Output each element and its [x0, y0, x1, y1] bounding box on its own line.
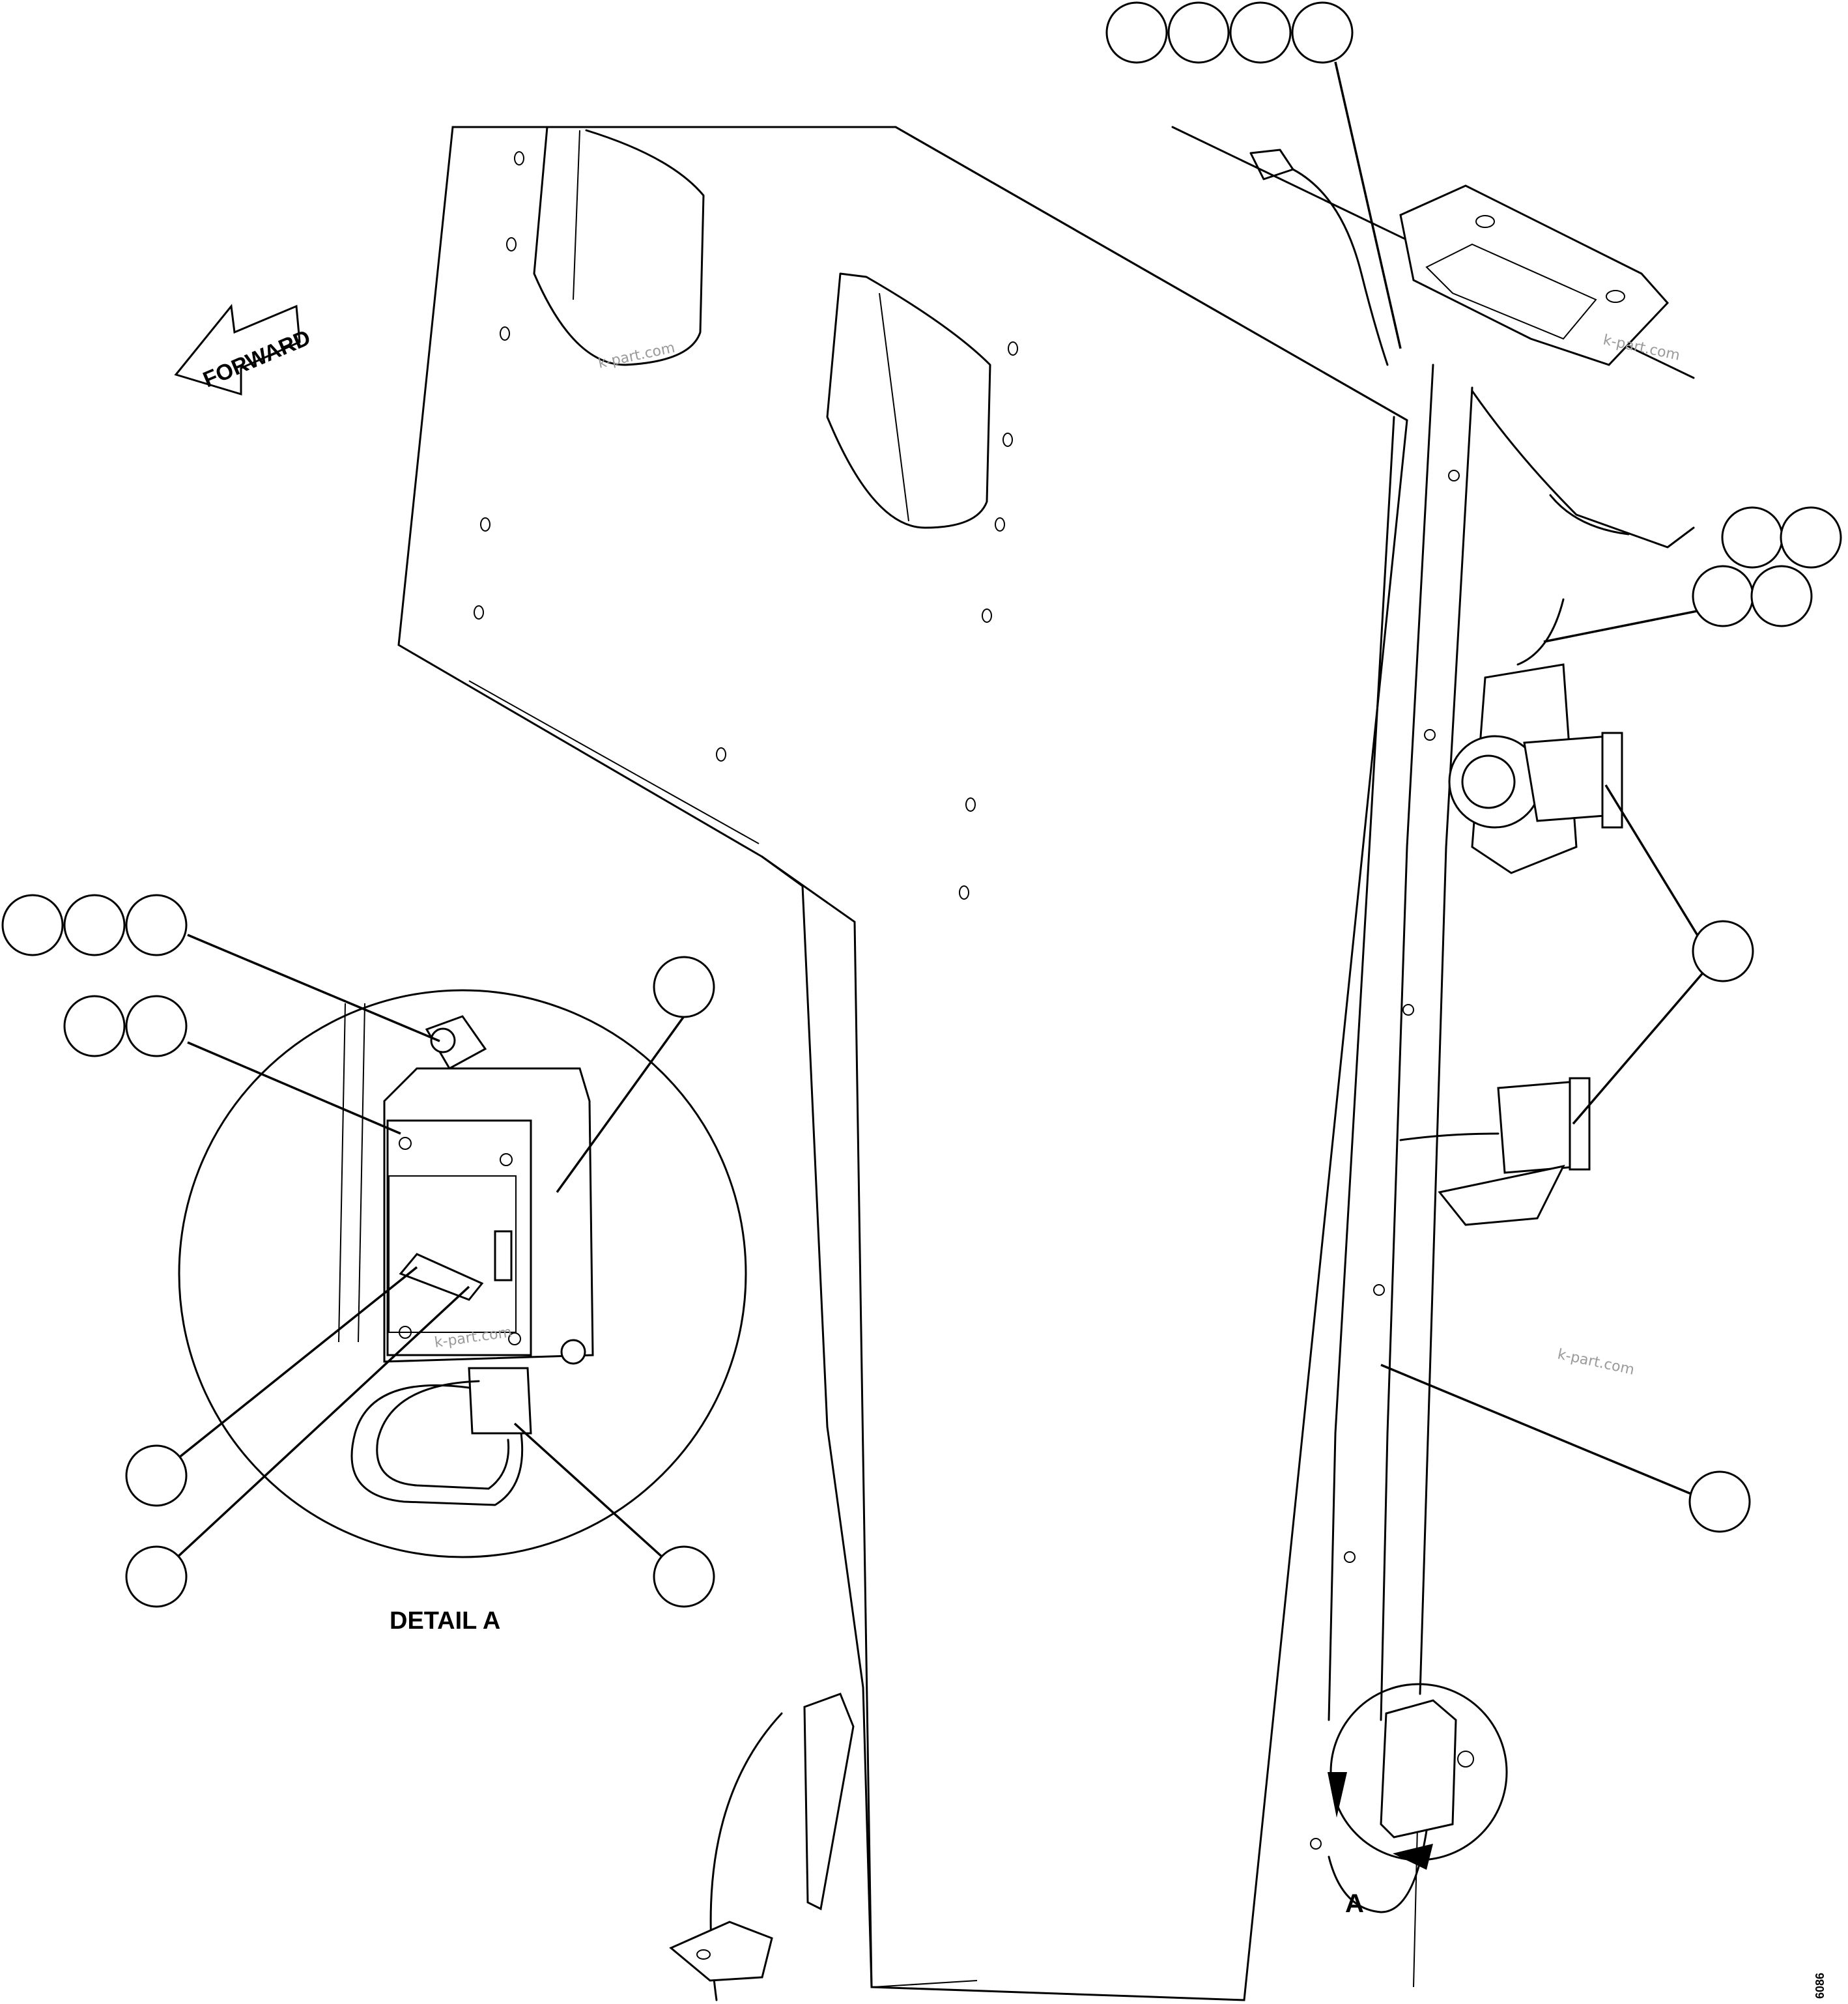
- callout-balloon: [125, 1444, 188, 1507]
- callout-balloon: [1229, 1, 1292, 64]
- callout-balloon: [125, 894, 188, 956]
- lower-lamp-assembly: [1399, 1077, 1591, 1226]
- callout-balloon: [653, 1545, 715, 1608]
- bottom-bracket: [669, 1693, 855, 2001]
- callout-balloon: [63, 995, 126, 1057]
- mounting-holes: [474, 151, 1018, 900]
- leader-lines: [155, 61, 1724, 1578]
- panel-cutouts: [533, 126, 991, 529]
- forward-direction-arrow: FORWARD: [174, 304, 314, 396]
- harness-clips: [1310, 470, 1460, 1850]
- watermark-text: k-part.com: [1556, 1346, 1636, 1378]
- top-bracket: [1249, 149, 1695, 549]
- detail-label: DETAIL A: [390, 1607, 500, 1635]
- callout-balloon: [1721, 506, 1784, 569]
- callout-balloon: [1105, 1, 1168, 64]
- callout-balloon: [1780, 506, 1842, 569]
- detail-a-view: DETAIL A: [178, 989, 747, 1635]
- upper-lamp-assembly: [1448, 598, 1623, 874]
- view-marker-label: A: [1345, 1889, 1364, 1918]
- detail-a-callout-circle: A: [1328, 1683, 1508, 1918]
- callout-balloon: [1750, 565, 1813, 627]
- callout-balloon: [1692, 920, 1754, 982]
- callout-balloon: [1692, 565, 1754, 627]
- callout-balloon: [1167, 1, 1230, 64]
- callout-balloon: [1, 894, 64, 956]
- callout-balloon: [1291, 1, 1354, 64]
- callout-balloon: [125, 995, 188, 1057]
- callout-balloons: [1, 1, 1842, 1608]
- callout-balloon: [653, 956, 715, 1018]
- callout-balloon: [1688, 1470, 1751, 1533]
- main-panel: [397, 126, 1408, 2001]
- callout-balloon: [125, 1545, 188, 1608]
- callout-balloon: [63, 894, 126, 956]
- drawing-number: 6086: [1813, 1973, 1827, 1999]
